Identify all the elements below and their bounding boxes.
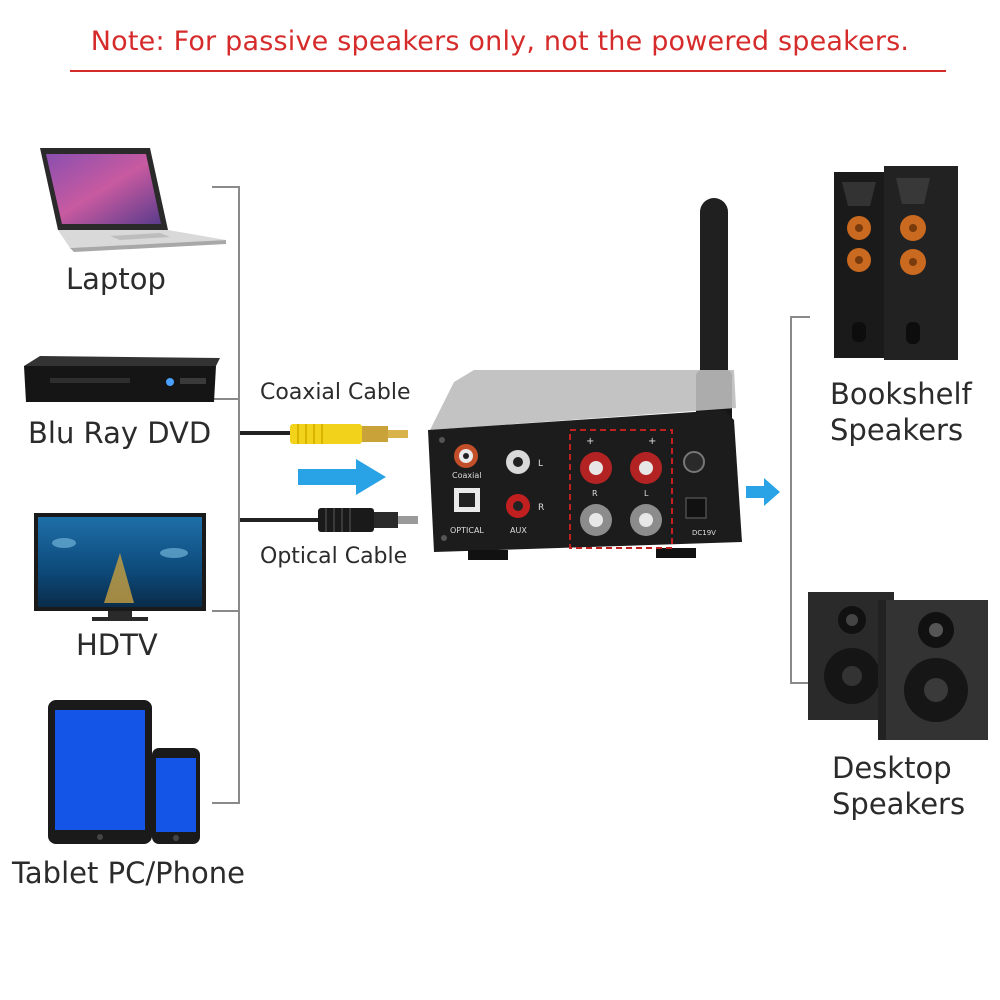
bracket-tick-bluray [212,398,240,400]
bluray-player-icon [24,356,220,402]
laptop-icon [40,148,226,252]
amp-aux-text: AUX [510,526,527,535]
desktop-label: Desktop Speakers [832,750,965,822]
bookshelf-label-line1: Bookshelf [830,377,972,411]
amp-plus-1: + [586,436,594,447]
outputs-bracket [790,316,810,684]
signal-arrow-right [746,478,780,506]
coaxial-cable-label: Coaxial Cable [260,380,411,405]
optical-cable-icon [240,508,418,532]
amp-plus-2: + [648,436,656,447]
amp-coaxial-text: Coaxial [452,471,481,480]
amp-spk-r-text: R [592,489,598,498]
amp-aux-r-text: R [538,503,544,513]
desktop-speakers-icon [808,592,988,740]
amp-spk-l-text: L [644,489,649,498]
bookshelf-label-line2: Speakers [830,413,964,447]
desktop-label-line2: Speakers [832,787,966,821]
sources-bracket [212,186,240,804]
amplifier-icon: Coaxial OPTICAL L R AUX + + R L DC19V [428,198,742,560]
bookshelf-speakers-icon [834,166,958,360]
desktop-label-line1: Desktop [832,751,952,785]
bookshelf-label: Bookshelf Speakers [830,376,972,448]
note-underline [70,70,946,72]
note-text: Note: For passive speakers only, not the… [90,26,910,57]
hdtv-icon [34,513,206,621]
bracket-tick-hdtv [212,610,240,612]
tablet-phone-label: Tablet PC/Phone [12,856,245,890]
amp-dc-text: DC19V [692,529,716,537]
coaxial-cable-icon [240,424,408,444]
amp-aux-l-text: L [538,459,543,469]
signal-arrow-left [298,459,386,495]
optical-cable-label: Optical Cable [260,544,408,569]
hdtv-label: HDTV [76,628,158,662]
amp-optical-text: OPTICAL [450,526,484,535]
laptop-label: Laptop [66,262,166,296]
tablet-phone-icon [48,700,200,844]
bluray-label: Blu Ray DVD [28,416,212,450]
